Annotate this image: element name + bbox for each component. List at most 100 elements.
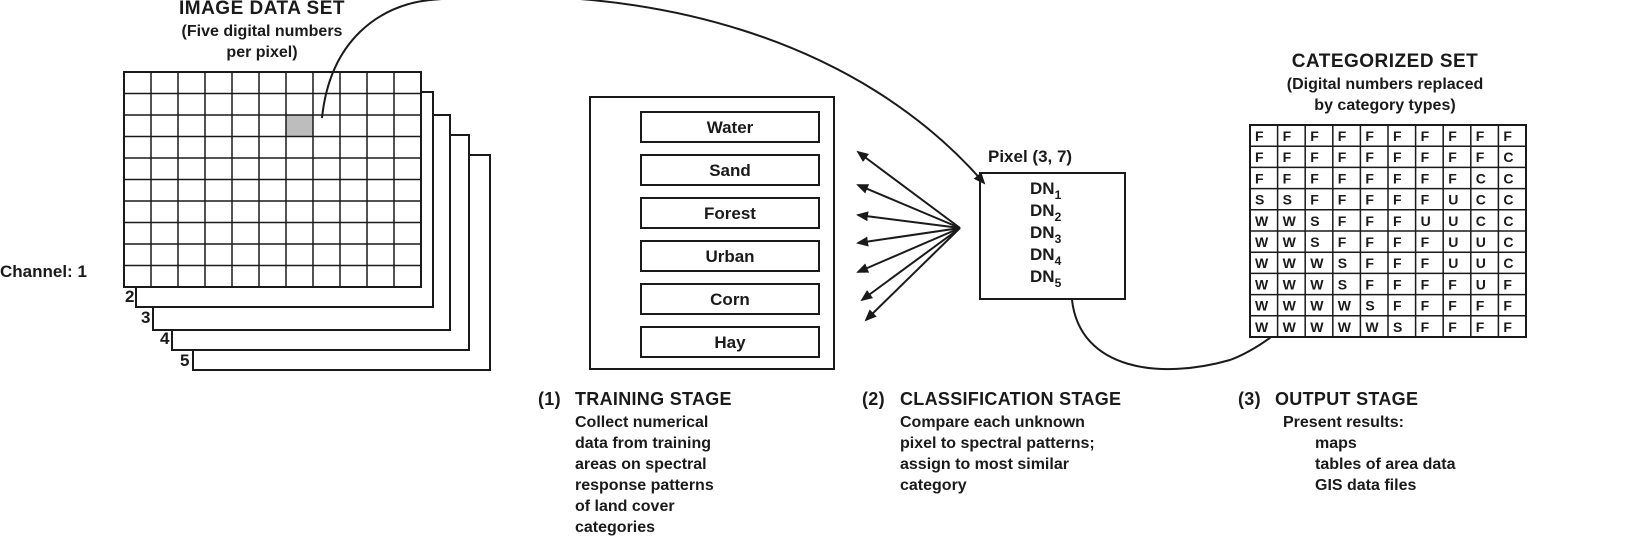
category-cell: F (1503, 319, 1512, 335)
image-data-set-subtitle-1: (Five digital numbers (182, 23, 343, 40)
category-cell: F (1421, 149, 1430, 165)
category-cell: F (1448, 170, 1457, 186)
category-cell: F (1393, 128, 1402, 144)
stage-number: (3) (1238, 389, 1261, 409)
category-cell: F (1365, 255, 1374, 271)
category-cell: W (1283, 298, 1297, 314)
category-cell: W (1255, 213, 1269, 229)
fan-arrow (856, 184, 961, 229)
pixel-box (979, 172, 1126, 300)
stage-line: category (900, 477, 967, 494)
training-box-label: Sand (709, 161, 751, 180)
category-cell: W (1283, 255, 1297, 271)
category-cell: F (1393, 234, 1402, 250)
stage-line: Collect numerical (575, 414, 708, 431)
channel-label-1: Channel: 1 (0, 262, 87, 281)
stage-line: maps (1315, 435, 1357, 452)
category-cell: F (1338, 234, 1347, 250)
category-cell: W (1338, 298, 1352, 314)
categorized-set-title: CATEGORIZED SET (1292, 51, 1479, 72)
category-cell: F (1310, 149, 1319, 165)
category-cell: C (1503, 149, 1513, 165)
category-cell: F (1503, 128, 1512, 144)
category-cell: W (1255, 234, 1269, 250)
stage-line: pixel to spectral patterns; (900, 435, 1095, 452)
category-cell: U (1476, 276, 1486, 292)
training-box-sand: Sand (640, 154, 820, 186)
stage-number: (1) (538, 389, 561, 409)
training-box-hay: Hay (640, 326, 820, 358)
dn-value-2: DN2 (1030, 201, 1062, 224)
stage-line: Compare each unknown (900, 414, 1085, 431)
category-cell: C (1476, 170, 1486, 186)
stage-line: categories (575, 519, 655, 536)
channel-label-2: 2 (125, 287, 134, 306)
category-cell: S (1310, 213, 1319, 229)
image-data-set: IMAGE DATA SET (Five digital numbers per… (0, 0, 491, 371)
category-cell: U (1448, 255, 1458, 271)
category-cell: F (1421, 319, 1430, 335)
category-cell: F (1338, 170, 1347, 186)
category-cell: C (1503, 213, 1513, 229)
category-cell: F (1283, 128, 1292, 144)
category-cell: F (1448, 149, 1457, 165)
stage-heading: CLASSIFICATION STAGE (900, 389, 1121, 409)
fan-arrow (856, 227, 961, 247)
fan-arrow (856, 150, 961, 229)
category-cell: W (1255, 298, 1269, 314)
category-cell: F (1421, 298, 1430, 314)
category-cell: F (1393, 192, 1402, 208)
stage-line: GIS data files (1315, 477, 1416, 494)
category-cell: F (1448, 298, 1457, 314)
category-cell: U (1476, 255, 1486, 271)
category-cell: F (1421, 192, 1430, 208)
category-cell: W (1283, 319, 1297, 335)
category-cell: U (1448, 213, 1458, 229)
stage-line: tables of area data (1315, 456, 1456, 473)
channel-label-4: 4 (160, 329, 170, 348)
stage-line: of land cover (575, 498, 675, 515)
category-cell: W (1310, 255, 1324, 271)
category-cell: W (1365, 319, 1379, 335)
dn-value-4: DN4 (1030, 245, 1062, 268)
category-cell: F (1365, 170, 1374, 186)
category-cell: F (1365, 276, 1374, 292)
training-box-label: Urban (705, 247, 754, 266)
category-cell: W (1255, 255, 1269, 271)
training-box-frame (640, 154, 820, 186)
stage-3: (3) OUTPUT STAGE Present results: maps table… (1238, 389, 1456, 494)
category-cell: C (1503, 234, 1513, 250)
channel-1-grid (123, 71, 422, 288)
category-cell: F (1365, 234, 1374, 250)
category-cell: C (1476, 192, 1486, 208)
category-cell: S (1393, 319, 1402, 335)
category-cell: F (1476, 149, 1485, 165)
stage-heading: TRAINING STAGE (575, 389, 732, 409)
category-cell: W (1310, 298, 1324, 314)
category-cell: F (1393, 255, 1402, 271)
stage-heading: OUTPUT STAGE (1275, 389, 1418, 409)
category-cell: W (1255, 319, 1269, 335)
category-cell: F (1283, 149, 1292, 165)
training-box-frame (640, 240, 820, 272)
stage-line: assign to most similar (900, 456, 1069, 473)
category-cell: U (1448, 234, 1458, 250)
category-cell: S (1310, 234, 1319, 250)
category-cell: C (1503, 255, 1513, 271)
training-to-pixel-arrows (856, 150, 961, 322)
category-cell: S (1255, 192, 1264, 208)
category-cell: F (1393, 170, 1402, 186)
category-cell: S (1338, 255, 1347, 271)
category-cell: F (1448, 319, 1457, 335)
selected-pixel (286, 115, 313, 137)
stage-line: Present results: (1283, 414, 1404, 431)
training-box-corn: Corn (640, 283, 820, 315)
category-cell: F (1338, 149, 1347, 165)
category-cell: F (1338, 192, 1347, 208)
category-cell: W (1255, 276, 1269, 292)
category-cell: F (1338, 213, 1347, 229)
